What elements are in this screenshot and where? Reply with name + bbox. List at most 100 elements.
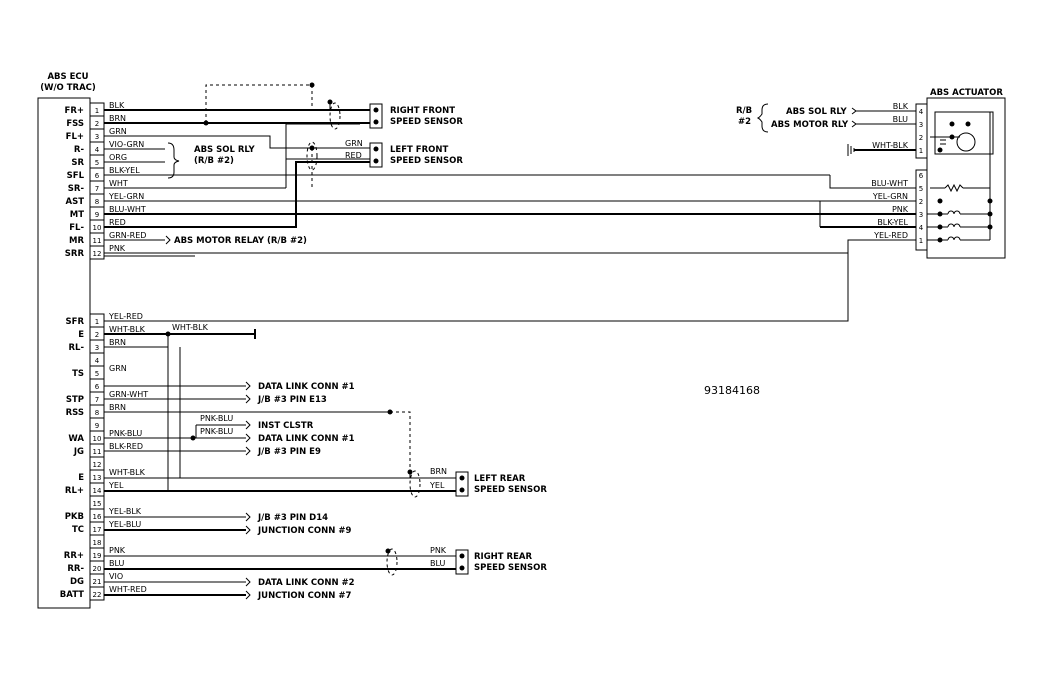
ecu-pin-number: 20 <box>93 565 102 573</box>
ecu-connector-b: 1SFRYEL-RED2EWHT-BLK3RL-BRN45TSGRN67STPG… <box>60 312 148 601</box>
ecu-pin-name: FSS <box>66 119 84 129</box>
ecu-pin-name: RSS <box>66 408 84 418</box>
right-rear-wire-blu: BLU <box>430 559 446 568</box>
actuator-wire-color: YEL-RED <box>873 231 908 240</box>
ecu-pin-number: 5 <box>95 370 99 378</box>
ecu-wire-color: PNK <box>109 546 126 555</box>
ecu-pin-name: BATT <box>60 590 84 600</box>
ecu-pin-name: JG <box>73 447 84 457</box>
ecu-pin-name: R- <box>74 145 85 155</box>
rb-label: R/B <box>736 106 752 116</box>
ecu-pin-number: 18 <box>93 539 102 547</box>
ecu-pin-number: 1 <box>95 318 99 326</box>
ecu-pin-name: MT <box>70 210 84 220</box>
ecu-pin-number: 14 <box>93 487 102 495</box>
dest-data-link-2: DATA LINK CONN #2 <box>258 578 355 588</box>
ecu-wire-color: BRN <box>109 114 126 123</box>
right-rear-sensor: PNK BLU RIGHT REAR SPEED SENSOR <box>430 546 547 575</box>
actuator-motor-rly-label: ABS MOTOR RLY <box>771 120 849 130</box>
ecu-wire-color: BLK-RED <box>109 442 143 451</box>
figure-id: 93184168 <box>704 384 760 397</box>
ecu-pin-number: 4 <box>95 146 100 154</box>
ecu-pin-name: TS <box>72 369 84 379</box>
ecu-pin-name: E <box>78 330 84 340</box>
ecu-pin-number: 15 <box>93 500 102 508</box>
ecu-pin-name: MR <box>69 236 84 246</box>
actuator-wire-color: BLK <box>893 102 909 111</box>
ecu-pin-name: FL- <box>69 223 84 233</box>
actuator-wire-color: PNK <box>892 205 909 214</box>
actuator-wiring: R/B #2 ABS SOL RLY ABS MOTOR RLY ABS ACT… <box>104 88 1006 259</box>
rb-num: #2 <box>738 117 751 127</box>
actuator-wire-color: BLU-WHT <box>871 179 908 188</box>
ecu-wire-color: BLU-WHT <box>109 205 146 214</box>
ecu-pin-name: TC <box>72 525 84 535</box>
ecu-wire-color: ORG <box>109 153 127 162</box>
ecu-pin-name: FL+ <box>66 132 84 142</box>
ecu-pin-name: STP <box>66 395 84 405</box>
ecu-pin-number: 9 <box>95 422 99 430</box>
actuator-wire-color: BLU <box>893 115 909 124</box>
ecu-wire-color: GRN-RED <box>109 231 146 240</box>
ecu-pin-number: 4 <box>95 357 100 365</box>
left-rear-sensor-label: LEFT REAR <box>474 474 526 484</box>
right-front-sensor-label: RIGHT FRONT <box>390 106 455 116</box>
dest-jb3-d14: J/B #3 PIN D14 <box>257 513 328 523</box>
ecu-pin-number: 6 <box>95 172 100 180</box>
ecu-connector-a: 1FR+BLK2FSSBRN3FL+GRN4R-VIO-GRN5SRORG6SF… <box>65 101 146 260</box>
wht-blk-splice-label: WHT-BLK <box>172 323 209 332</box>
ecu-pin-name: RR+ <box>64 551 84 561</box>
ecu-wire-color: BLU <box>109 559 125 568</box>
actuator-wire-color: WHT-BLK <box>872 141 909 150</box>
ecu-pin-name: E <box>78 473 84 483</box>
ecu-wire-color: BLK-YEL <box>109 166 140 175</box>
dest-data-link-1: DATA LINK CONN #1 <box>258 382 355 392</box>
ecu-wire-color: WHT-BLK <box>109 468 146 477</box>
ecu-pin-number: 7 <box>95 185 99 193</box>
actuator-pin-number: 2 <box>919 134 923 142</box>
ecu-wire-color: PNK <box>109 244 126 253</box>
ecu-wire-color: RED <box>109 218 126 227</box>
ecu-pin-number: 8 <box>95 409 99 417</box>
left-front-sensor: GRN RED LEFT FRONT SPEED SENSOR <box>345 139 463 168</box>
ecu-pin-number: 19 <box>93 552 102 560</box>
ecu-wire-color: YEL-RED <box>108 312 143 321</box>
right-rear-sensor-label: RIGHT REAR <box>474 552 532 562</box>
ecu-pin-number: 1 <box>95 107 99 115</box>
left-rear-sensor: BRN YEL LEFT REAR SPEED SENSOR <box>429 467 547 497</box>
ecu-pin-number: 9 <box>95 211 99 219</box>
left-rear-sensor-label-2: SPEED SENSOR <box>474 485 547 495</box>
ecu-title: ABS ECU <box>47 72 88 82</box>
left-rear-wire-yel: YEL <box>429 481 445 490</box>
left-front-sensor-label: LEFT FRONT <box>390 145 448 155</box>
ecu-sol-relay-ref: (R/B #2) <box>194 156 234 166</box>
ecu-pin-number: 8 <box>95 198 99 206</box>
ecu-wire-color: VIO <box>109 572 123 581</box>
ecu-pin-name: SR <box>71 158 84 168</box>
ecu-wire-color: YEL-GRN <box>108 192 144 201</box>
dest-junction-7: JUNCTION CONN #7 <box>257 591 351 601</box>
ecu-pin-name: SRR <box>65 249 85 259</box>
ecu-pin-number: 12 <box>93 250 102 258</box>
ecu-wire-color: GRN <box>109 364 127 373</box>
ecu-pin-name: SFR <box>66 317 85 327</box>
right-front-sensor-label-2: SPEED SENSOR <box>390 117 463 127</box>
ecu-wire-color: WHT-RED <box>109 585 147 594</box>
ecu-wire-color: BRN <box>109 338 126 347</box>
ecu-pin-name: FR+ <box>65 106 84 116</box>
ecu-pin-number: 10 <box>93 435 102 443</box>
ecu-wire-color: GRN-WHT <box>109 390 148 399</box>
splice-label-upper: PNK-BLU <box>200 414 233 423</box>
ecu-pin-name: DG <box>70 577 84 587</box>
dest-jb3-e9: J/B #3 PIN E9 <box>257 447 321 457</box>
actuator-pin-number: 4 <box>919 108 924 116</box>
right-rear-sensor-label-2: SPEED SENSOR <box>474 563 547 573</box>
ecu-wire-color: WHT-BLK <box>109 325 146 334</box>
actuator-wire-color: YEL-GRN <box>872 192 908 201</box>
dest-jb3-e13: J/B #3 PIN E13 <box>257 395 327 405</box>
actuator-sol-rly-label: ABS SOL RLY <box>786 107 847 117</box>
ecu-pin-number: 11 <box>93 448 102 456</box>
